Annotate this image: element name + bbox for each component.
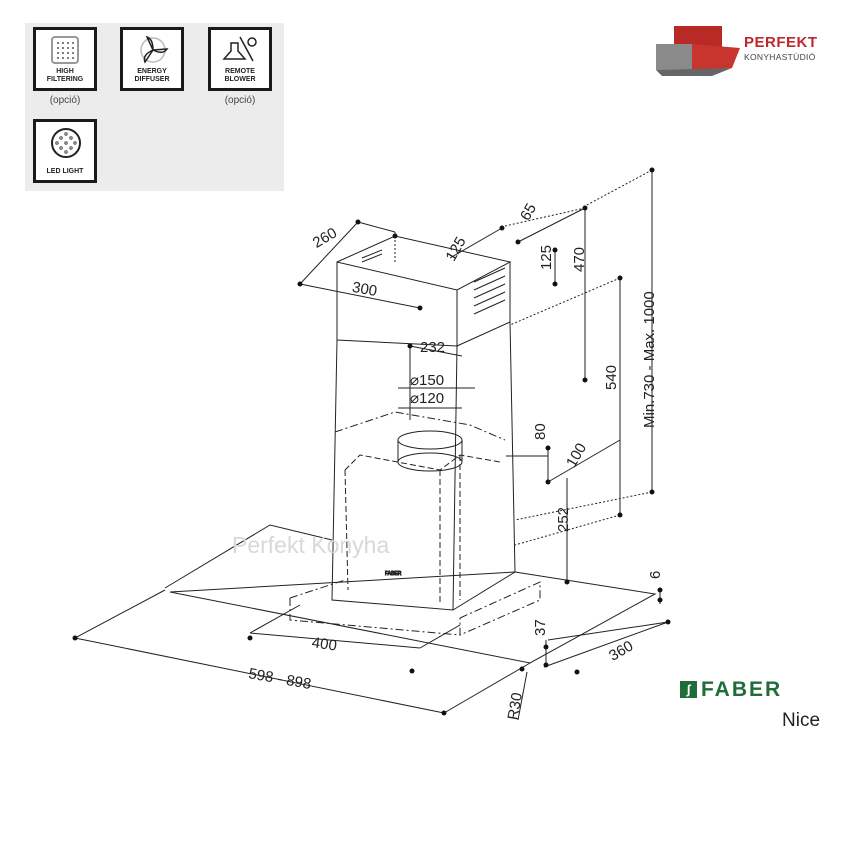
logo-name: PERFEKT [744,34,818,51]
watermark: Perfekt Konyha [232,532,390,558]
logo-building-icon [656,26,740,76]
feature-label: REMOTE [225,68,255,75]
filter-grid-icon [51,36,79,64]
optional-note: (opció) [224,95,256,106]
dim-125-side: 125 [442,234,469,264]
dim-125-vertical: 125 [538,245,555,270]
dim-width-chimney: 300 [351,279,379,300]
dim-65: 65 [517,201,540,224]
feature-label: DIFFUSER [134,76,170,83]
dim-diameter-150: ⌀150 [410,372,444,389]
dim-540: 540 [603,365,620,390]
dim-37: 37 [532,619,549,636]
feature-label: LED LIGHT [46,168,84,175]
brand-name: FABER [701,678,783,701]
remote-blower-icon [222,36,257,62]
feature-label: HIGH [56,68,74,75]
dim-width-range: 598 - 898 [247,665,312,693]
hood-body [331,321,516,611]
dim-80: 80 [532,423,549,440]
dim-232: 232 [420,339,445,356]
dim-470: 470 [571,247,588,272]
dim-360: 360 [606,637,636,664]
faber-badge: FABER [385,571,402,577]
dim-diameter-120: ⌀120 [410,390,444,407]
dim-400: 400 [311,634,338,654]
dim-6: 6 [647,571,664,579]
model-name: Nice [782,710,821,731]
dim-252: 252 [555,507,572,532]
fan-icon [140,35,169,64]
faber-mark-icon: ʃ [680,681,697,698]
feature-label: ENERGY [137,68,167,75]
feature-label: FILTERING [46,76,84,83]
dim-height-range: Min.730 - Max. 1000 [641,291,658,428]
logo-subtitle: KONYHASTÚDIÓ [744,52,816,62]
feature-led-light: LED LIGHT [33,119,97,183]
perfekt-logo: PERFEKT KONYHASTÚDIÓ [652,22,842,78]
optional-note: (opció) [49,95,81,106]
feature-label: BLOWER [224,76,256,83]
dim-100: 100 [563,440,590,470]
dim-depth-chimney: 260 [310,224,340,251]
led-light-icon [51,128,81,158]
dim-radius: R30 [505,691,527,721]
